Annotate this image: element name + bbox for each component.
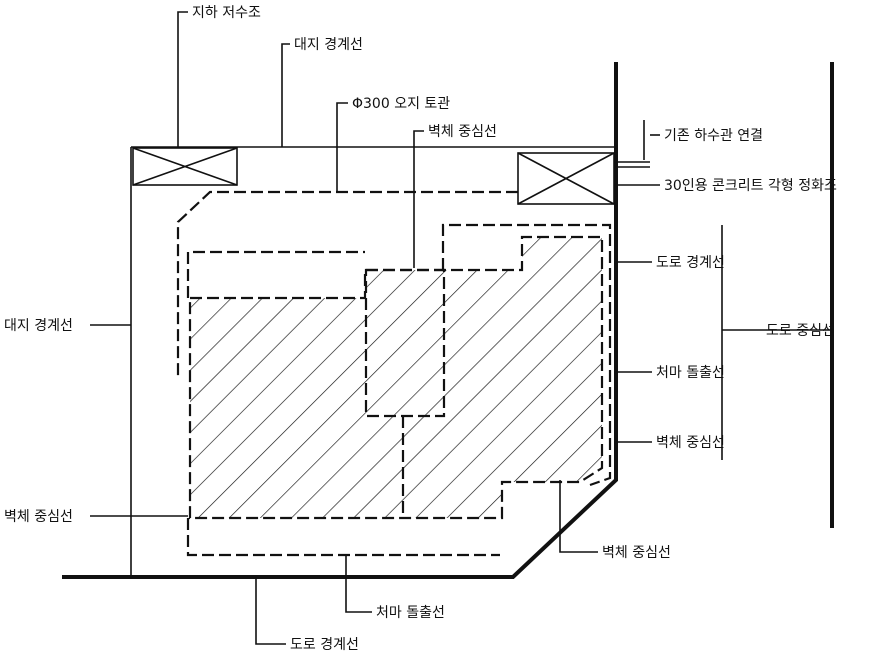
eaves-outline bbox=[186, 250, 365, 298]
road-boundary-line bbox=[62, 62, 618, 579]
eaves-outline-bottom bbox=[186, 518, 500, 557]
pipe-line bbox=[176, 190, 518, 380]
label-wall-center-right: 벽체 중심선 bbox=[656, 435, 725, 451]
underground-tank bbox=[132, 147, 238, 186]
label-site-boundary-top: 대지 경계선 bbox=[294, 37, 363, 53]
label-sewer-connect: 기존 하수관 연결 bbox=[664, 128, 763, 144]
label-wall-center-left: 벽체 중심선 bbox=[4, 509, 73, 525]
label-wall-center-bottom: 벽체 중심선 bbox=[602, 545, 671, 561]
label-site-boundary-left: 대지 경계선 bbox=[4, 318, 73, 334]
label-septic-tank: 30인용 콘크리트 각형 정화조 bbox=[664, 178, 837, 194]
label-pipe: Φ300 오지 토관 bbox=[352, 96, 450, 112]
eaves-outline-main bbox=[441, 223, 612, 487]
label-eaves-right: 처마 돌출선 bbox=[656, 365, 725, 381]
interior-room bbox=[364, 268, 446, 418]
label-road-boundary-bottom: 도로 경계선 bbox=[290, 637, 359, 653]
building-footprint bbox=[188, 235, 604, 520]
label-eaves-bottom: 처마 돌출선 bbox=[376, 605, 445, 621]
septic-tank bbox=[517, 152, 615, 205]
label-road-boundary-right: 도로 경계선 bbox=[656, 255, 725, 271]
label-wall-center-top: 벽체 중심선 bbox=[428, 124, 497, 140]
label-road-center: 도로 중심선 bbox=[766, 323, 835, 339]
leader-lines bbox=[90, 11, 832, 645]
label-underground-tank: 지하 저수조 bbox=[192, 5, 261, 21]
